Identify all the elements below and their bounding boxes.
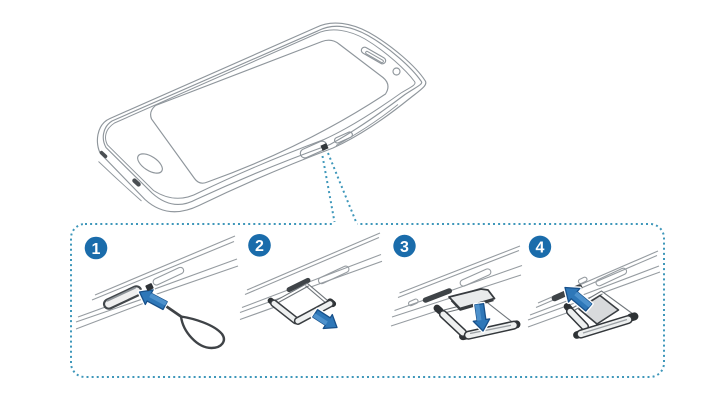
svg-text:3: 3 bbox=[400, 239, 409, 256]
svg-text:1: 1 bbox=[92, 241, 101, 258]
svg-text:2: 2 bbox=[255, 238, 264, 255]
svg-text:4: 4 bbox=[536, 240, 545, 257]
